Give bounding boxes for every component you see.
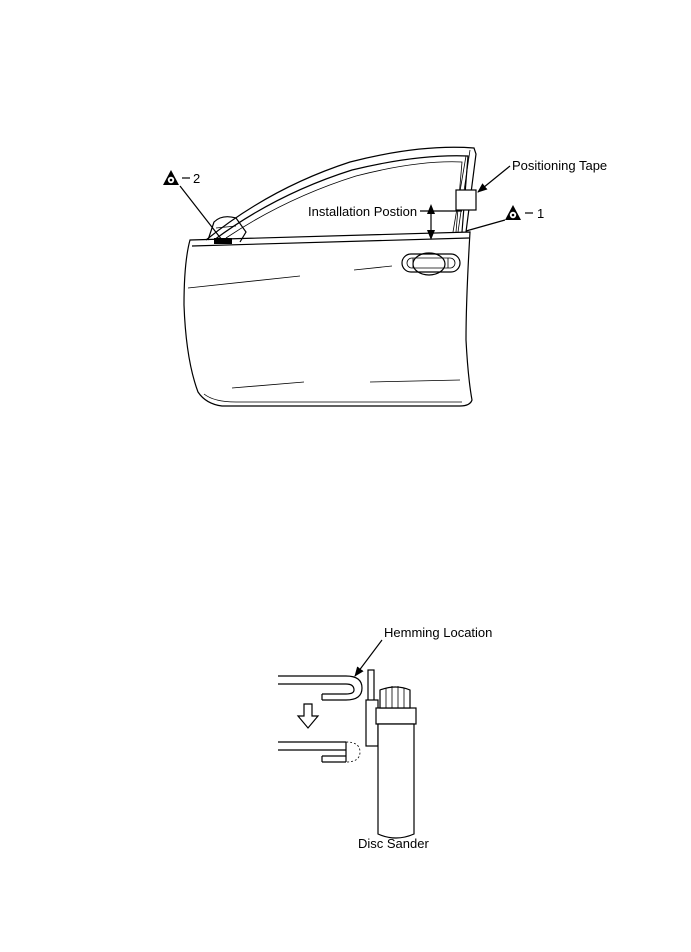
door-handle <box>401 252 461 276</box>
front-door-figure: Positioning Tape Installation Postion 1 … <box>163 146 607 407</box>
positioning-tape <box>455 189 477 211</box>
svg-text:2: 2 <box>193 171 200 186</box>
mirror-corner <box>207 216 247 243</box>
disc-sander-label: Disc Sander <box>358 836 429 851</box>
door-panel <box>183 231 473 407</box>
window-frame-inner <box>213 155 469 241</box>
door-lower-line <box>369 379 461 383</box>
panel-before-sanding <box>278 675 363 701</box>
panel-after-sanding <box>278 741 361 763</box>
door-bottom-curve <box>203 393 462 403</box>
down-arrow-icon <box>296 703 320 729</box>
hemming-figure: Hemming Location Disc Sander <box>278 625 492 851</box>
positioning-tape-label: Positioning Tape <box>512 158 607 173</box>
window-frame <box>205 146 477 241</box>
hemming-location-label: Hemming Location <box>384 625 492 640</box>
point-2-callout: 2 <box>163 170 223 241</box>
door-belt-line <box>191 237 470 247</box>
point-1-callout: 1 <box>465 205 544 232</box>
weatherstrip-end-marker <box>214 238 232 244</box>
window-glass-edge <box>225 161 463 239</box>
disc-sander <box>365 669 417 839</box>
svg-text:1: 1 <box>537 206 544 221</box>
door-crease-line <box>353 265 393 271</box>
door-crease-line <box>187 275 301 289</box>
installation-position-label: Installation Postion <box>308 204 417 219</box>
door-lower-line <box>231 381 305 389</box>
positioning-tape-leader <box>477 165 511 193</box>
hemming-location-leader <box>354 639 383 677</box>
